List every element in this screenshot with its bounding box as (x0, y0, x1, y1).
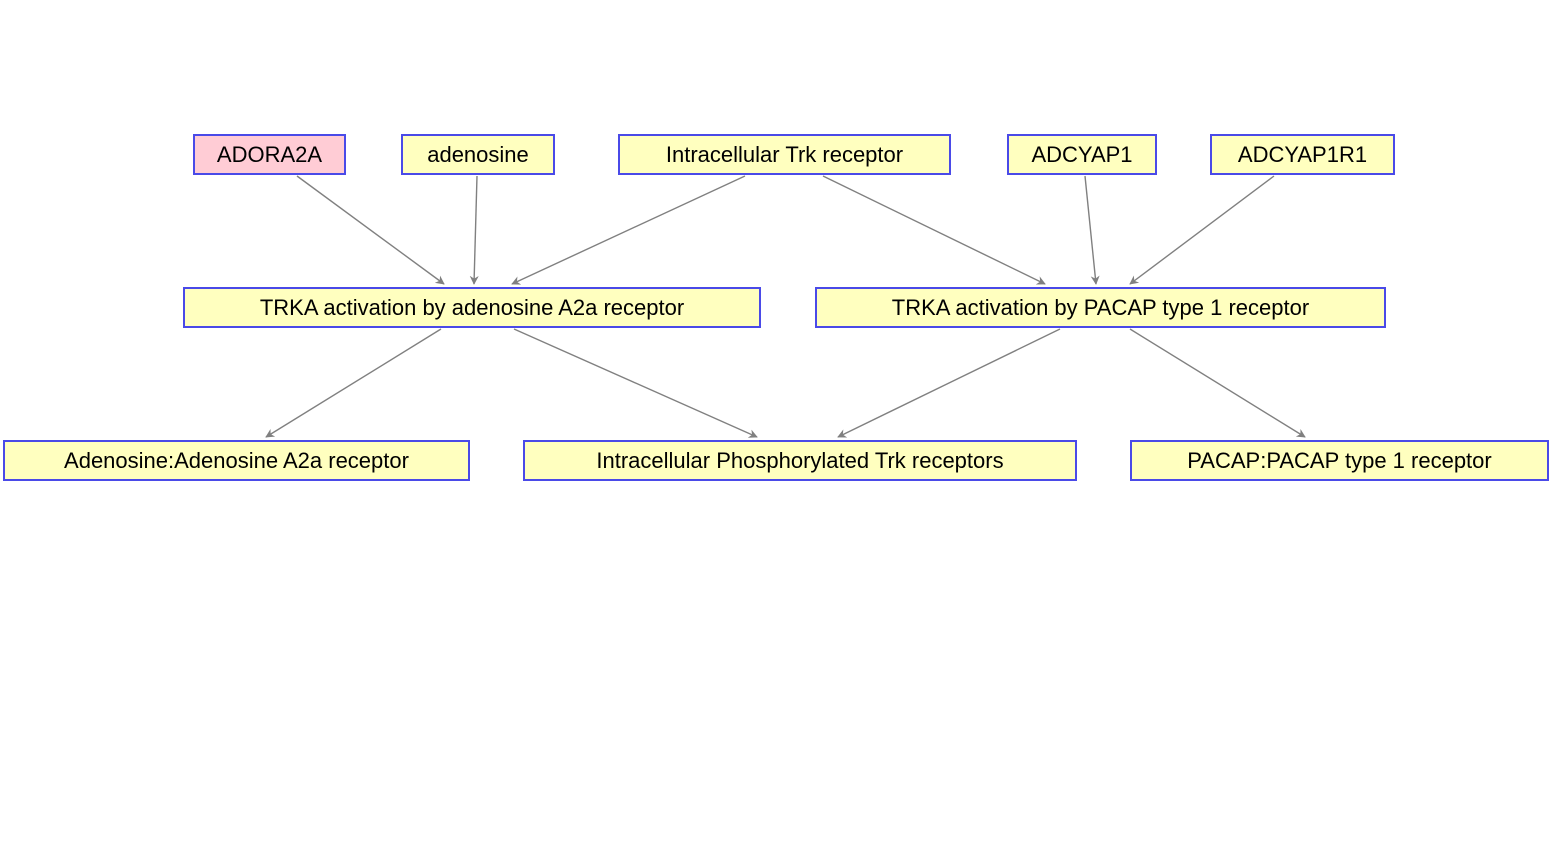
node-adcyap1[interactable]: ADCYAP1 (1007, 134, 1157, 175)
node-intracellular-trk-receptor[interactable]: Intracellular Trk receptor (618, 134, 951, 175)
node-adora2a[interactable]: ADORA2A (193, 134, 346, 175)
edge-trka-pacap-to-pacap-complex (1129, 328, 1306, 438)
edge-adcyap1-to-trka-pacap (1084, 175, 1100, 285)
node-trka-activation-pacap[interactable]: TRKA activation by PACAP type 1 receptor (815, 287, 1386, 328)
node-phosphorylated-trk-receptors[interactable]: Intracellular Phosphorylated Trk recepto… (523, 440, 1077, 481)
node-pacap-type1-complex[interactable]: PACAP:PACAP type 1 receptor (1130, 440, 1549, 481)
node-trka-activation-a2a[interactable]: TRKA activation by adenosine A2a recepto… (183, 287, 761, 328)
node-adcyap1r1[interactable]: ADCYAP1R1 (1210, 134, 1395, 175)
edge-adenosine-to-trka-a2a (469, 175, 479, 285)
edge-adora2a-to-trka-a2a (296, 175, 445, 285)
edge-adcyap1r1-to-trka-pacap (1129, 175, 1275, 285)
node-adenosine-a2a-complex[interactable]: Adenosine:Adenosine A2a receptor (3, 440, 470, 481)
edge-intracellular-trk-to-trka-pacap (822, 175, 1046, 285)
edge-trka-pacap-to-phos-trk (837, 328, 1061, 438)
node-adenosine[interactable]: adenosine (401, 134, 555, 175)
edge-intracellular-trk-to-trka-a2a (511, 175, 746, 285)
edge-trka-a2a-to-phos-trk (513, 328, 758, 438)
edge-trka-a2a-to-adenosine-complex (265, 328, 442, 438)
